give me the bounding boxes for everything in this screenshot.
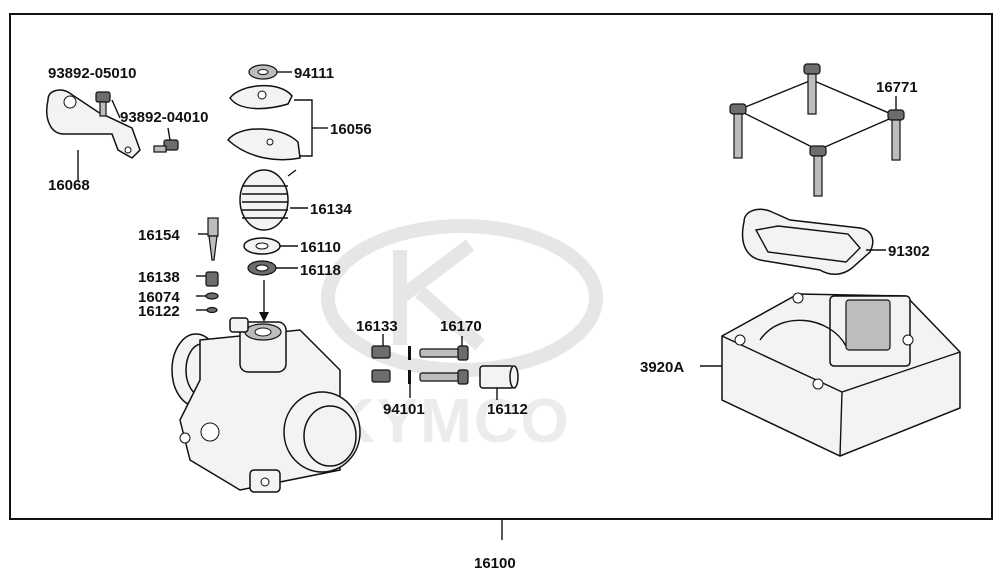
- label-16170[interactable]: 16170: [440, 318, 482, 335]
- ring-16122[interactable]: [206, 306, 218, 314]
- screws-16170[interactable]: [419, 345, 469, 385]
- label-16056[interactable]: 16056: [330, 121, 372, 138]
- gasket-91302[interactable]: [741, 208, 874, 275]
- label-16112[interactable]: 16112: [487, 401, 528, 418]
- bolts-16771[interactable]: [729, 63, 905, 197]
- needle-16154[interactable]: [207, 217, 219, 261]
- cam-plate-16056[interactable]: [226, 84, 301, 161]
- label-93892-05010[interactable]: 93892-05010: [48, 65, 136, 82]
- label-16134[interactable]: 16134: [310, 201, 352, 218]
- clip-16074[interactable]: [205, 292, 219, 300]
- washer-16110[interactable]: [243, 237, 281, 255]
- label-16133[interactable]: 16133: [356, 318, 398, 335]
- spring-16138[interactable]: [205, 271, 219, 287]
- sleeve-16112[interactable]: [479, 365, 519, 389]
- label-16138[interactable]: 16138: [138, 269, 180, 286]
- ecu-housing-3920A[interactable]: [721, 292, 961, 457]
- springs-16133[interactable]: [371, 345, 391, 383]
- assembly-frame: [9, 13, 993, 520]
- label-3920A[interactable]: 3920A: [640, 359, 684, 376]
- label-16068[interactable]: 16068: [48, 177, 90, 194]
- label-91302[interactable]: 91302: [888, 243, 930, 260]
- label-16118[interactable]: 16118: [300, 262, 341, 279]
- label-94111[interactable]: 94111: [294, 65, 334, 82]
- label-16074[interactable]: 16074: [138, 289, 180, 306]
- screw-93892-04010[interactable]: [153, 139, 179, 153]
- seal-16118[interactable]: [247, 260, 277, 276]
- watermark-text: KYMCO: [330, 387, 571, 456]
- spring-16134[interactable]: [239, 169, 297, 231]
- screw-93892-05010[interactable]: [95, 91, 111, 117]
- throttle-body[interactable]: [171, 317, 361, 493]
- label-94101[interactable]: 94101: [383, 401, 425, 418]
- washer-94111[interactable]: [248, 64, 278, 80]
- label-16100[interactable]: 16100: [474, 555, 516, 572]
- label-16122[interactable]: 16122: [138, 303, 180, 320]
- bracket-16068[interactable]: [46, 89, 141, 159]
- label-93892-04010[interactable]: 93892-04010: [120, 109, 208, 126]
- label-16154[interactable]: 16154: [138, 227, 180, 244]
- clips-94101[interactable]: [408, 346, 411, 384]
- label-16771[interactable]: 16771: [876, 79, 918, 96]
- label-16110[interactable]: 16110: [300, 239, 341, 256]
